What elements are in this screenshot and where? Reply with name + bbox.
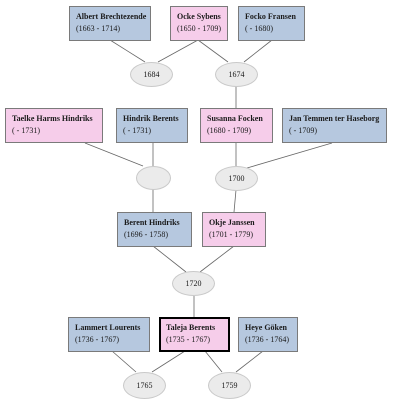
person-dates: ( - 1731) [12,126,40,135]
edge-okje-1720 [199,245,235,273]
union-node-1674[interactable]: 1674 [215,62,258,87]
person-name: Ocke Sybens [177,12,221,21]
person-name: Okje Janssen [209,218,255,227]
person-dates: (1696 - 1758) [124,230,168,239]
person-name: Heye Göken [245,323,287,332]
union-node-unknown[interactable] [136,166,171,190]
person-dates: ( - 1680) [245,24,273,33]
edge-heye-1759 [235,350,264,373]
union-node-1765[interactable]: 1765 [123,372,166,399]
person-name: Jan Temmen ter Haseborg [289,114,380,123]
edge-ocke-1684 [157,39,199,63]
person-dates: ( - 1709) [289,126,317,135]
person-dates: ( - 1731) [123,126,151,135]
person-card-berent-hindriks[interactable]: Berent Hindriks (1696 - 1758) [117,212,192,247]
person-card-taelke-harms-hindriks[interactable]: Taelke Harms Hindriks ( - 1731) [5,108,103,143]
edge-focko-1674 [243,39,273,63]
person-card-hindrik-berents[interactable]: Hindrik Berents ( - 1731) [116,108,188,143]
edge-lammert-1765 [111,350,137,373]
union-node-1700[interactable]: 1700 [215,166,258,191]
person-dates: (1736 - 1764) [245,335,289,344]
union-node-1684[interactable]: 1684 [130,62,173,87]
union-node-1720[interactable]: 1720 [172,271,215,296]
person-card-ocke-sybens[interactable]: Ocke Sybens (1650 - 1709) [170,6,228,41]
person-card-lammert-lourents[interactable]: Lammert Lourents (1736 - 1767) [68,317,150,352]
person-name: Albert Brechtezende [76,12,147,21]
person-dates: (1680 - 1709) [207,126,251,135]
person-dates: (1735 - 1767) [166,335,210,344]
union-node-1759[interactable]: 1759 [208,372,251,399]
person-name: Susanna Focken [207,114,263,123]
edge-ocke-1674 [197,39,229,63]
edge-berent-1720 [152,245,187,273]
edge-albert-1684 [109,39,146,63]
person-name: Focko Fransen [245,12,296,21]
edge-taelke-uhb [84,142,144,167]
person-dates: (1663 - 1714) [76,24,120,33]
person-card-okje-janssen[interactable]: Okje Janssen (1701 - 1779) [202,212,266,247]
person-name: Taelke Harms Hindriks [12,114,93,123]
person-dates: (1701 - 1779) [209,230,253,239]
person-card-jan-temmen-ter-haseborg[interactable]: Jan Temmen ter Haseborg ( - 1709) [282,108,387,143]
edge-1700-okje [233,189,237,213]
person-dates: (1650 - 1709) [177,24,221,33]
edge-taleja-1765 [151,350,186,373]
person-card-focko-fransen[interactable]: Focko Fransen ( - 1680) [238,6,305,41]
person-card-albert-brechtezende[interactable]: Albert Brechtezende (1663 - 1714) [69,6,151,41]
person-card-heye-goken[interactable]: Heye Göken (1736 - 1764) [238,317,298,352]
person-card-susanna-focken[interactable]: Susanna Focken (1680 - 1709) [200,108,273,143]
edge-jan-1700 [246,142,333,169]
person-name: Lammert Lourents [75,323,141,332]
person-name: Hindrik Berents [123,114,179,123]
person-dates: (1736 - 1767) [75,335,119,344]
person-name: Taleja Berents [166,323,216,332]
person-name: Berent Hindriks [124,218,180,227]
edge-taleja-1759 [204,350,223,373]
person-card-taleja-berents[interactable]: Taleja Berents (1735 - 1767) [159,317,230,352]
